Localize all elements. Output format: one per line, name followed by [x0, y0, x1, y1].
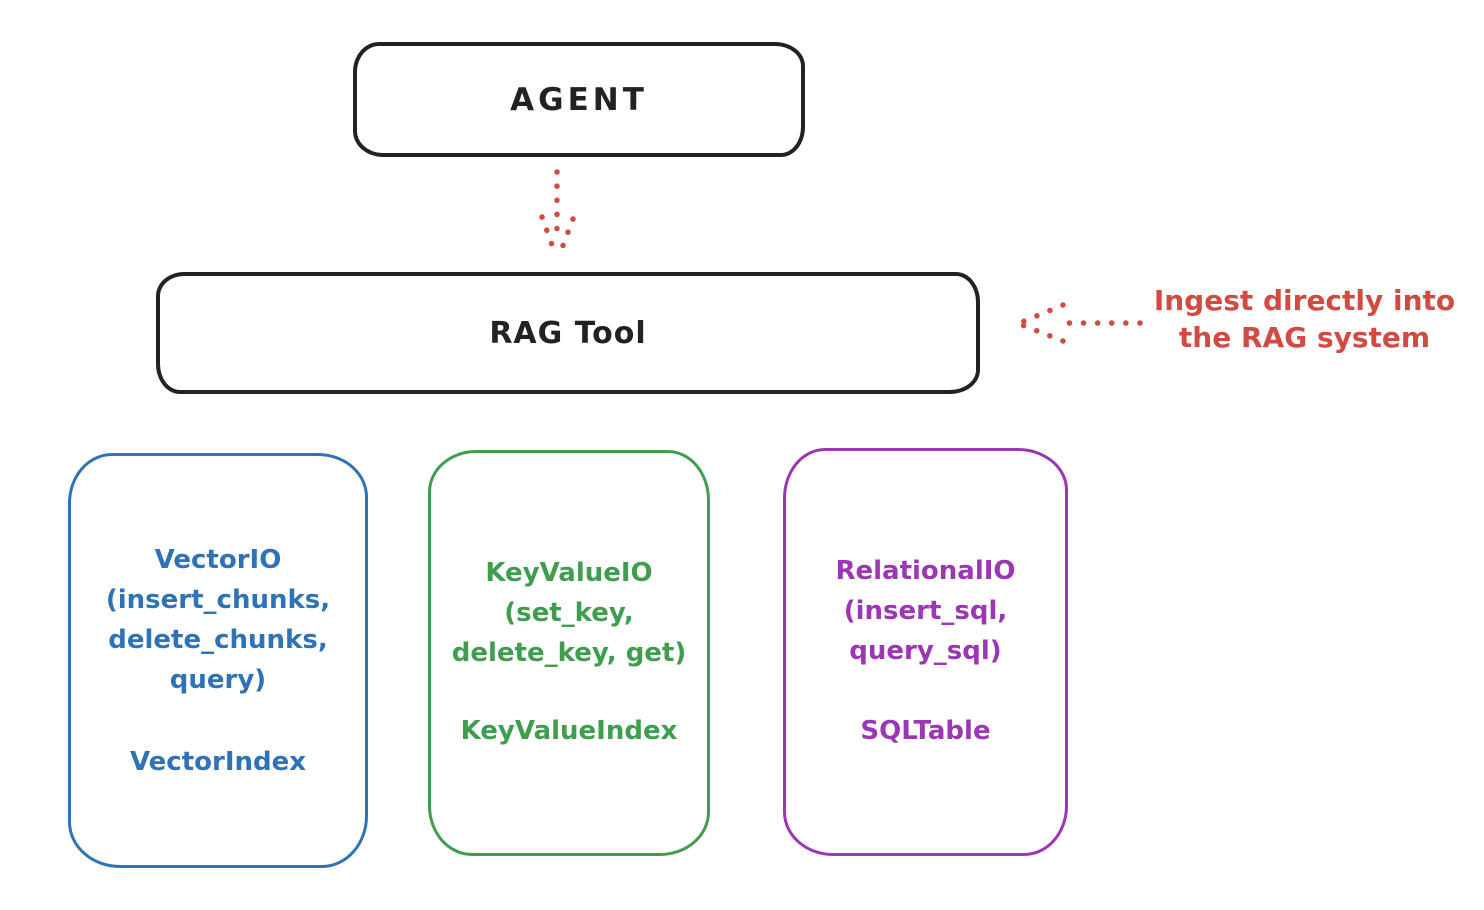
relational-io-node: RelationalIO (insert_sql, query_sql) SQL… — [783, 448, 1068, 856]
keyvalue-index-label: KeyValueIndex — [460, 716, 678, 746]
keyvalue-io-line: delete_key, get) — [451, 638, 687, 668]
agent-node: AGENT — [353, 42, 805, 157]
vector-io-line: VectorIO — [154, 545, 282, 575]
ingest-annotation-arrow-icon — [1019, 302, 1143, 344]
keyvalue-io-node: KeyValueIO (set_key, delete_key, get) Ke… — [428, 450, 710, 856]
vector-io-line: query) — [169, 665, 267, 695]
ingest-annotation-line2: the RAG system — [1178, 321, 1431, 354]
arrow-agent-to-rag-tool-icon — [539, 169, 576, 259]
relational-io-line: (insert_sql, — [843, 596, 1008, 626]
ingest-annotation-text: Ingest directly into the RAG system — [1132, 282, 1477, 356]
relational-io-line: RelationalIO — [835, 556, 1016, 586]
rag-tool-node-label: RAG Tool — [489, 315, 647, 351]
keyvalue-io-line: KeyValueIO — [485, 558, 653, 588]
ingest-annotation-line1: Ingest directly into — [1153, 284, 1456, 317]
sql-table-label: SQLTable — [860, 716, 991, 746]
relational-io-line: query_sql) — [849, 636, 1002, 666]
keyvalue-io-line: (set_key, — [504, 598, 634, 628]
agent-node-label: AGENT — [510, 81, 648, 118]
vector-io-line: delete_chunks, — [108, 625, 328, 655]
vector-index-label: VectorIndex — [129, 747, 307, 777]
vector-io-node: VectorIO (insert_chunks, delete_chunks, … — [68, 453, 368, 868]
rag-tool-node: RAG Tool — [156, 272, 980, 394]
vector-io-line: (insert_chunks, — [105, 585, 331, 615]
